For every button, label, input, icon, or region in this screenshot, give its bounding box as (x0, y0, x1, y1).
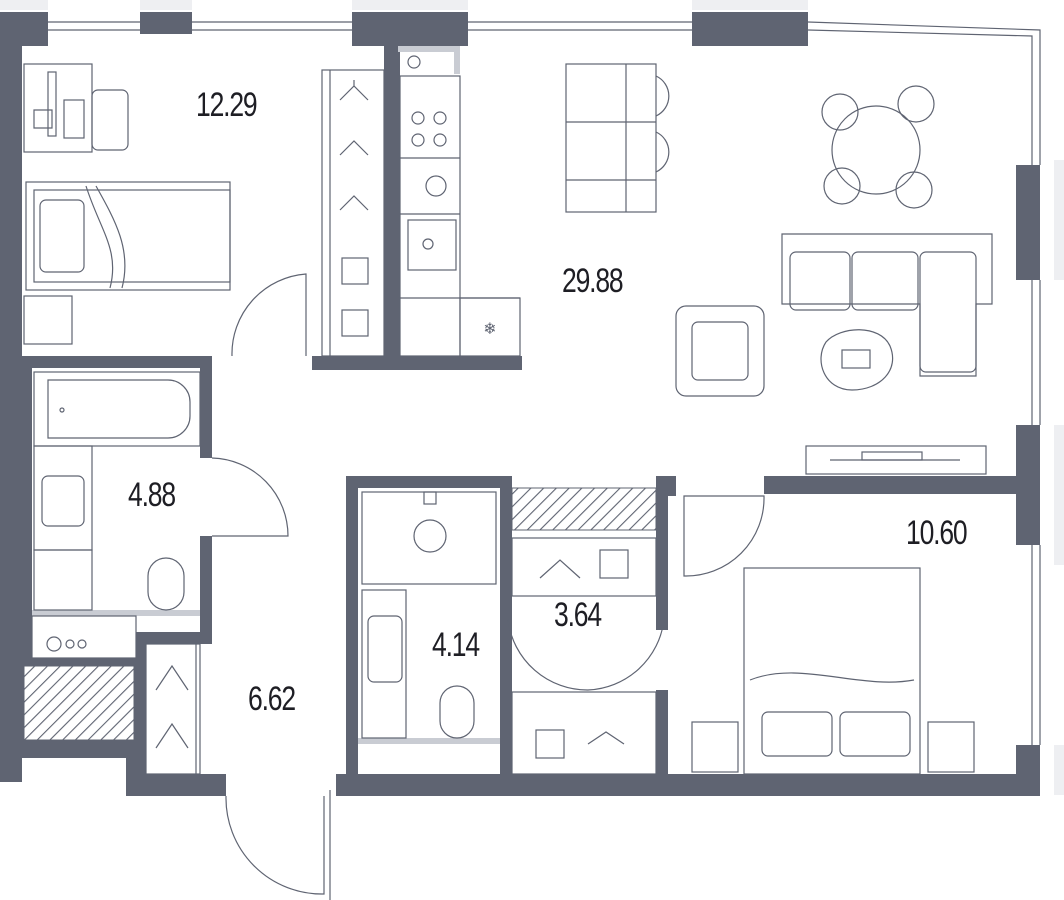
wardrobe-2-icon (145, 643, 201, 775)
area-bathroom-1: 4.88 (128, 476, 176, 514)
desk-icon (23, 63, 129, 153)
area-hallway: 6.62 (248, 680, 296, 718)
wardrobe-1-icon (321, 69, 385, 357)
area-living-kitchen: 29.88 (562, 262, 624, 300)
single-bed-icon (25, 181, 231, 291)
door-swing-bedroom-1 (231, 273, 307, 357)
toilet-2-icon (439, 685, 475, 739)
bar-counter-icon (565, 63, 670, 213)
wardrobe-3-icon (507, 537, 665, 775)
double-bed-icon (743, 567, 921, 775)
walls (0, 12, 1040, 796)
area-bedroom-2: 10.60 (906, 514, 968, 552)
shaft-1 (23, 665, 135, 741)
kitchen-counter-icon: ❄ (399, 55, 521, 357)
bathroom-1-counter-icon (31, 615, 137, 659)
coffee-table-icon (820, 329, 894, 391)
dining-table-icon (821, 85, 935, 209)
windows (0, 0, 1064, 795)
washer-icon (33, 549, 93, 611)
shower-icon (361, 491, 497, 585)
nightstand-2-icon (691, 721, 739, 773)
area-bedroom-1: 12.29 (196, 86, 258, 124)
entrance-door-swing (225, 795, 325, 895)
glazing-lines (48, 21, 1041, 745)
svg-text:❄: ❄ (483, 319, 496, 338)
tv-stand-icon (805, 445, 987, 475)
bathtub-icon (33, 371, 201, 447)
area-wardrobe: 3.64 (554, 596, 602, 634)
sink-2-icon (361, 589, 407, 739)
nightstand-3-icon (927, 721, 975, 773)
area-bathroom-2: 4.14 (432, 626, 480, 664)
shaft-2 (511, 487, 657, 531)
door-swing-bedroom-2 (683, 495, 765, 577)
sofa-icon (781, 233, 993, 377)
armchair-icon (675, 305, 765, 397)
toilet-1-icon (147, 557, 185, 611)
sink-1-icon (33, 445, 93, 551)
nightstand-icon (23, 295, 73, 345)
